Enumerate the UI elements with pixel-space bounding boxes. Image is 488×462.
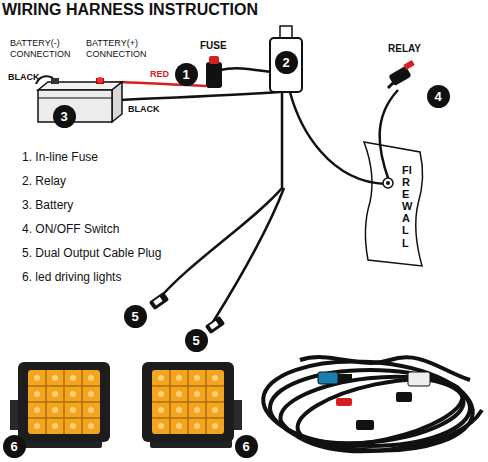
terminal-label: BATTERY(-) CONNECTION (10, 38, 82, 60)
legend-item: 5. Dual Output Cable Plug (22, 246, 161, 260)
callout-number: 5 (124, 305, 147, 328)
firewall-text: FIREWALL (402, 164, 413, 249)
callout-number: 6 (3, 435, 26, 458)
firewall-outline (360, 138, 430, 270)
callout-number: 6 (235, 435, 258, 458)
callout-text: 5 (192, 333, 199, 348)
wire-label: RED (150, 69, 169, 80)
part-label: RELAY (388, 43, 421, 55)
legend-item: 6. led driving lights (22, 270, 121, 284)
wire-label: BLACK (128, 104, 160, 115)
part-label: FUSE (200, 40, 227, 52)
callout-text: 1 (182, 67, 189, 82)
callout-number: 3 (53, 105, 76, 128)
legend-item: 2. Relay (22, 174, 66, 188)
firewall-panel: FIREWALL (360, 138, 430, 270)
wire-label: BLACK (8, 72, 40, 83)
terminal-label: BATTERY(+) CONNECTION (86, 38, 160, 60)
callout-number: 1 (175, 63, 198, 86)
callout-text: 5 (131, 309, 138, 324)
diagram-title: WIRING HARNESS INSTRUCTION (2, 1, 258, 19)
callout-number: 2 (275, 51, 298, 74)
callout-text: 2 (282, 55, 289, 70)
callout-text: 6 (242, 439, 249, 454)
callout-text: 4 (434, 89, 441, 104)
callout-number: 4 (427, 85, 450, 108)
callout-text: 6 (10, 439, 17, 454)
legend-item: 1. In-line Fuse (22, 150, 98, 164)
legend-item: 3. Battery (22, 198, 73, 212)
callout-number: 5 (185, 329, 208, 352)
callout-text: 3 (60, 109, 67, 124)
legend-item: 4. ON/OFF Switch (22, 222, 119, 236)
